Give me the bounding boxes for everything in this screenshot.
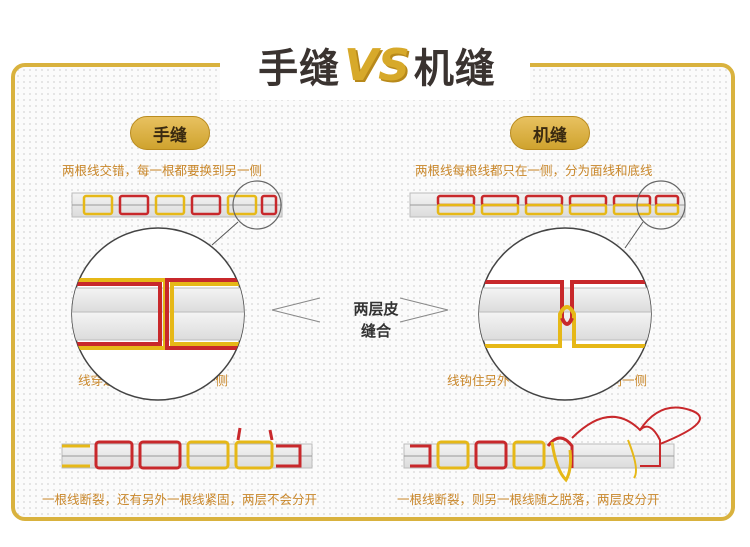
badge-hand-stitch: 手缝	[130, 116, 210, 150]
right-caption-bottom: 一根线断裂，则另一根线随之脱落，两层皮分开	[397, 492, 660, 507]
left-broken-seam	[61, 427, 313, 470]
page-title: 手缝 VS 机缝	[232, 32, 522, 98]
left-seam-strip	[71, 180, 283, 246]
right-caption-top: 两根线每根线都只在一侧，分为面线和底线	[415, 163, 653, 178]
center-label-line1: 两层皮	[353, 300, 399, 318]
right-seam-strip	[409, 180, 686, 249]
center-label-line2: 缝合	[360, 322, 391, 340]
title-vs: VS	[344, 39, 410, 91]
right-magnified-view	[478, 227, 652, 401]
badge-machine-stitch: 机缝	[510, 116, 590, 150]
left-magnified-view	[71, 227, 245, 401]
center-label: 两层皮 缝合	[326, 298, 426, 342]
right-broken-seam	[403, 406, 702, 483]
title-hand-stitch: 手缝	[258, 46, 341, 92]
title-machine-stitch: 机缝	[413, 46, 496, 92]
center-arrows	[271, 297, 449, 323]
left-caption-bottom: 一根线断裂，还有另外一根线紧固，两层不会分开	[42, 492, 318, 507]
left-caption-top: 两根线交错，每一根都要换到另一侧	[62, 163, 263, 178]
title-background	[220, 36, 530, 100]
